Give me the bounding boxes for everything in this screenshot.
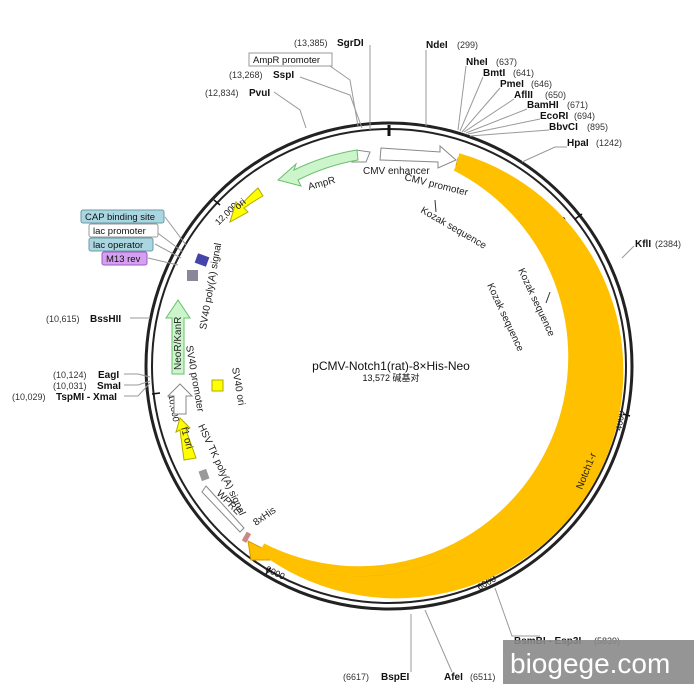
cmv-enhancer-label: CMV enhancer [363, 166, 430, 177]
enzyme-ndei-pos: (299) [457, 40, 478, 50]
enzyme-pvui-pos: (12,834) [205, 88, 239, 98]
enzyme-smai-pos: (10,031) [53, 381, 87, 391]
enzyme-nhei-pos: (637) [496, 57, 517, 67]
enzyme-bspei-pos: (6617) [343, 672, 369, 682]
enzyme-pmei: PmeI [500, 79, 524, 90]
enzyme-bsshii: BssHII [90, 314, 121, 325]
ampr-promoter-label: AmpR promoter [253, 55, 320, 66]
enzyme-bbvci-pos: (895) [587, 122, 608, 132]
enzyme-aflii-pos: (650) [545, 90, 566, 100]
leader-lines-bottom [410, 587, 540, 673]
ampr-label: AmpR [307, 175, 337, 193]
enzyme-ecori-pos: (694) [574, 111, 595, 121]
leader-lines-left [124, 216, 187, 397]
enzyme-eagi: EagI [98, 370, 119, 381]
plasmid-title: pCMV-Notch1(rat)-8×His-Neo [312, 359, 470, 373]
enzyme-tspmi-xmai: TspMI - XmaI [56, 392, 117, 403]
enzyme-bbvci: BbvCI [549, 122, 578, 133]
lac-operator-label: lac operator [93, 240, 143, 251]
enzyme-bamhi: BamHI [527, 100, 559, 111]
ampr-promoter-box [248, 52, 333, 67]
plasmid-size: 13,572 碱基对 [362, 372, 419, 383]
m13-marker [187, 270, 198, 281]
enzyme-sgrdi-pos: (13,385) [294, 38, 328, 48]
watermark-text: biogege.com [510, 648, 670, 679]
enzyme-hpai-pos: (1242) [596, 138, 622, 148]
watermark-bg [503, 640, 694, 684]
kozak1-label: Kozak sequence [419, 205, 489, 252]
enzyme-bmti: BmtI [483, 68, 505, 79]
his-tag-marker [241, 531, 252, 543]
enzyme-sspi: SspI [273, 70, 294, 81]
m13-rev-label: M13 rev [106, 254, 141, 265]
enzyme-bsshii-pos: (10,615) [46, 314, 80, 324]
ori-arrow [229, 187, 264, 224]
enzyme-kfli-pos: (2384) [655, 239, 681, 249]
enzyme-bmti-pos: (641) [513, 68, 534, 78]
notch1-gene-band [258, 153, 624, 599]
lac-operator-marker [194, 253, 210, 267]
enzyme-sgrdi: SgrDI [337, 38, 364, 49]
m13-rev-box [101, 251, 148, 266]
kozak2-label: Kozak sequence [515, 267, 556, 339]
enzyme-ecori: EcoRI [540, 111, 569, 122]
neo-kan-label: NeoR/KanR [173, 317, 184, 370]
enzyme-pvui: PvuI [249, 88, 270, 99]
enzyme-kfli: KflI [635, 239, 651, 250]
lac-promoter-label: lac promoter [93, 226, 146, 237]
enzyme-eagi-pos: (10,124) [53, 370, 87, 380]
cmv-promoter-label: CMV promoter [403, 172, 469, 199]
lac-promoter-box [88, 223, 159, 238]
leader-lines-top-left [273, 45, 371, 130]
sv40-ori-box [211, 379, 224, 392]
enzyme-pmei-pos: (646) [531, 79, 552, 89]
enzyme-afei-pos: (6511) [470, 672, 495, 682]
his-label: 8xHis [251, 505, 278, 528]
leader-lines-top-right [425, 50, 635, 259]
hsv-polya-marker [198, 468, 210, 482]
enzyme-nhei: NheI [466, 57, 488, 68]
sv40-promoter-arrow [166, 383, 194, 415]
enzyme-bspei: BspEI [381, 672, 410, 683]
kozak2-tick [545, 291, 551, 304]
enzyme-afei: AfeI [444, 672, 463, 683]
lac-operator-box [88, 237, 154, 252]
enzyme-hpai: HpaI [567, 138, 589, 149]
enzyme-smai: SmaI [97, 381, 121, 392]
enzyme-bamhi-pos: (671) [567, 100, 588, 110]
sv40-ori-label: SV40 ori [229, 367, 246, 407]
ori-label: ori [233, 197, 249, 213]
enzyme-ndei: NdeI [426, 40, 448, 51]
ampr-arrow [276, 149, 359, 187]
enzyme-aflii: AflII [514, 90, 533, 101]
enzyme-tspmi-xmai-pos: (10,029) [12, 392, 46, 402]
kozak3-label: Kozak sequence [484, 282, 525, 354]
f1-ori-arrow [175, 417, 197, 461]
cap-binding-label: CAP binding site [85, 212, 155, 223]
wpre-arrow [201, 485, 245, 533]
f1-ori-label: f1 ori [178, 426, 194, 450]
cap-binding-box [80, 209, 165, 224]
backbone-outer-ring [144, 121, 634, 611]
cmv-enhancer-arrow [379, 144, 457, 169]
neo-kan-arrow [165, 299, 191, 375]
kozak1-tick [434, 199, 437, 213]
enzyme-sspi-pos: (13,268) [229, 70, 263, 80]
